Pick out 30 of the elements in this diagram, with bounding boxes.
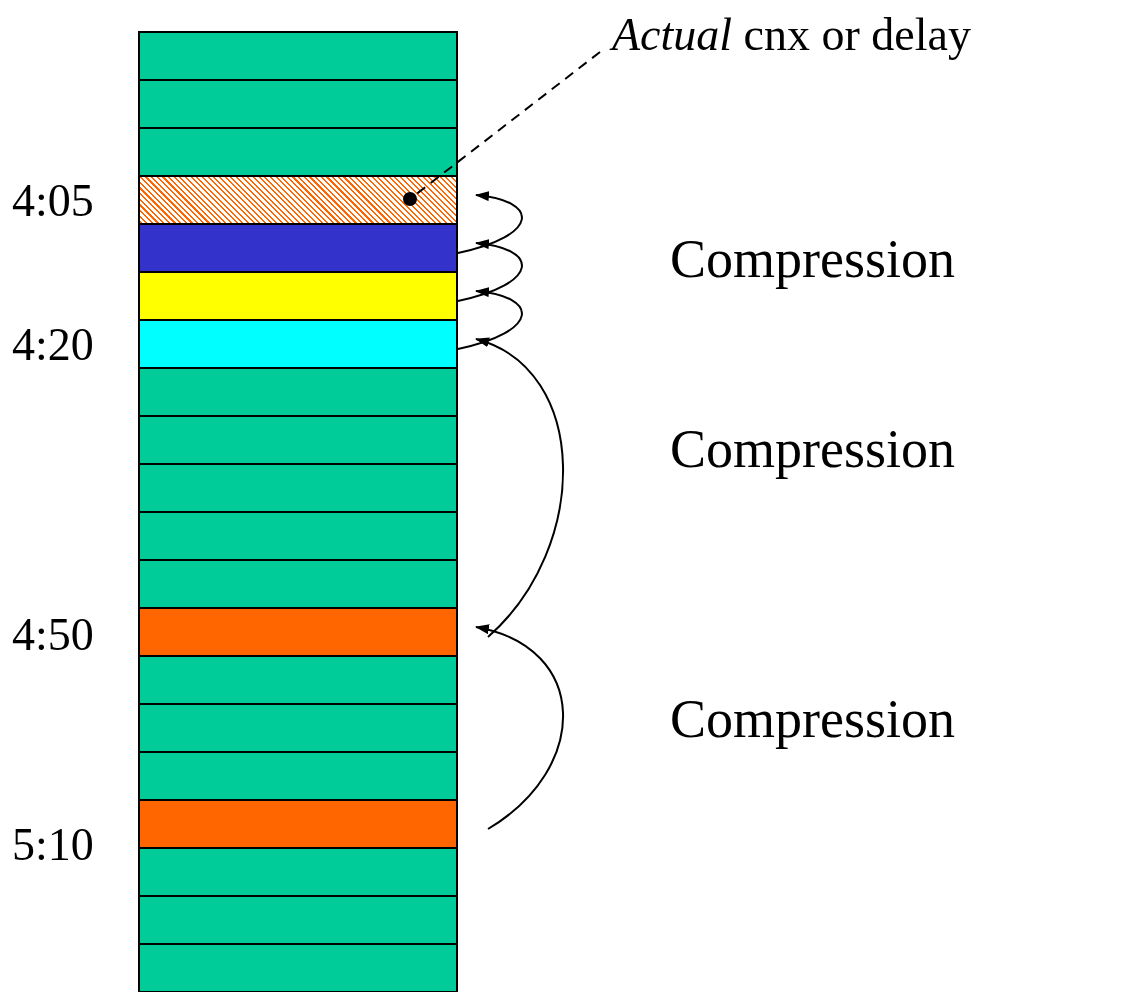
time-slot-bar xyxy=(138,703,458,753)
curved-arrow xyxy=(457,239,523,302)
time-slot-bar xyxy=(138,847,458,897)
curved-arrow xyxy=(457,287,523,350)
curved-arrow xyxy=(475,625,564,830)
time-label: 5:10 xyxy=(12,822,94,868)
time-slot-bar xyxy=(138,271,458,321)
time-slot-bar xyxy=(138,79,458,129)
time-slot-bar xyxy=(138,223,458,273)
time-slot-bar xyxy=(138,655,458,705)
time-slot-bar xyxy=(138,127,458,177)
time-label: 4:05 xyxy=(12,178,94,224)
time-slot-bar xyxy=(138,559,458,609)
time-label: 4:20 xyxy=(12,322,94,368)
hatched-time-slot xyxy=(138,175,458,225)
curved-arrow xyxy=(457,191,523,254)
time-slot-bar xyxy=(138,463,458,513)
curved-arrow xyxy=(475,338,564,638)
time-slot-bar xyxy=(138,31,458,81)
time-label: 4:50 xyxy=(12,612,94,658)
time-slot-bar xyxy=(138,799,458,849)
time-slot-bar xyxy=(138,511,458,561)
time-slot-bar xyxy=(138,607,458,657)
time-slot-bar xyxy=(138,943,458,992)
time-slot-bar xyxy=(138,751,458,801)
time-slot-bar xyxy=(138,415,458,465)
time-slot-bar xyxy=(138,319,458,369)
time-slot-bar xyxy=(138,895,458,945)
leader-line xyxy=(403,51,601,206)
time-slot-bar xyxy=(138,367,458,417)
